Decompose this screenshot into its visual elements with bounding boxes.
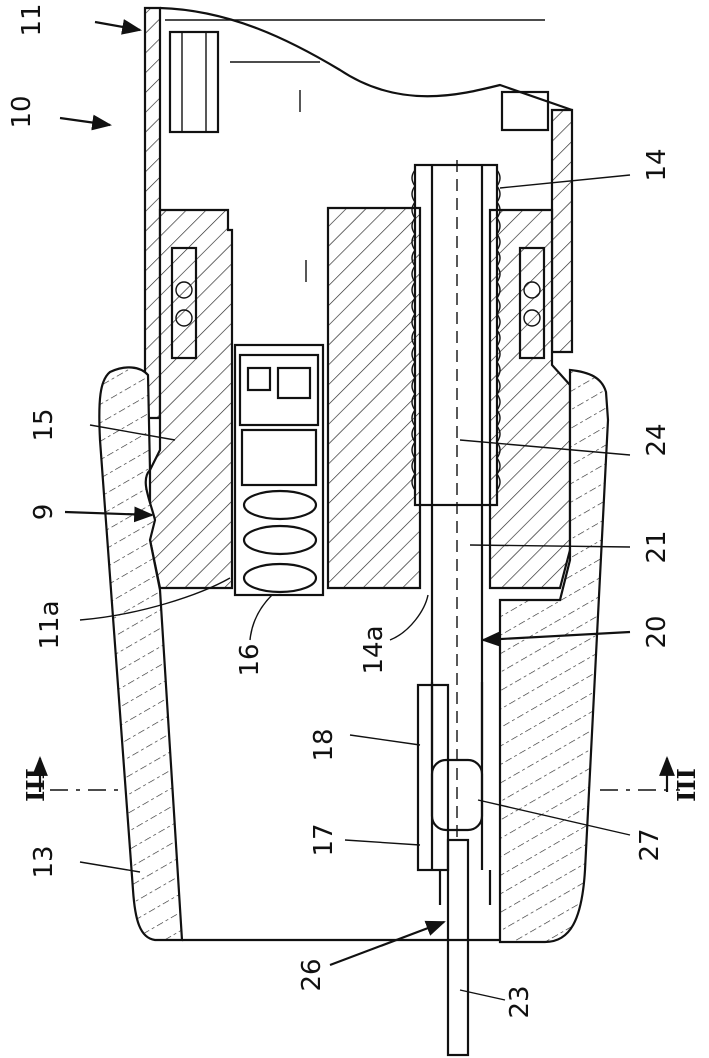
label-11a: 11a xyxy=(35,600,65,649)
lens-holder-16 xyxy=(235,345,323,595)
label-13: 13 xyxy=(29,845,59,878)
label-17: 17 xyxy=(309,823,339,856)
label-18: 18 xyxy=(309,728,339,761)
insert-18-17 xyxy=(418,682,490,1055)
label-16: 16 xyxy=(235,643,265,676)
label-11: 11 xyxy=(17,3,47,36)
label-9: 9 xyxy=(29,504,59,521)
shaft-14 xyxy=(412,160,500,840)
label-iii-left: III xyxy=(21,768,50,802)
label-26: 26 xyxy=(297,958,327,991)
label-21: 21 xyxy=(642,530,672,563)
label-iii-right: III xyxy=(672,768,701,802)
label-24: 24 xyxy=(642,423,672,456)
label-23: 23 xyxy=(505,985,535,1018)
housing-15 xyxy=(150,208,570,588)
label-20: 20 xyxy=(642,615,672,648)
label-14a: 14a xyxy=(359,625,389,674)
label-14: 14 xyxy=(642,148,672,181)
label-10: 10 xyxy=(7,95,37,128)
label-15: 15 xyxy=(29,408,59,441)
label-27: 27 xyxy=(635,828,665,861)
